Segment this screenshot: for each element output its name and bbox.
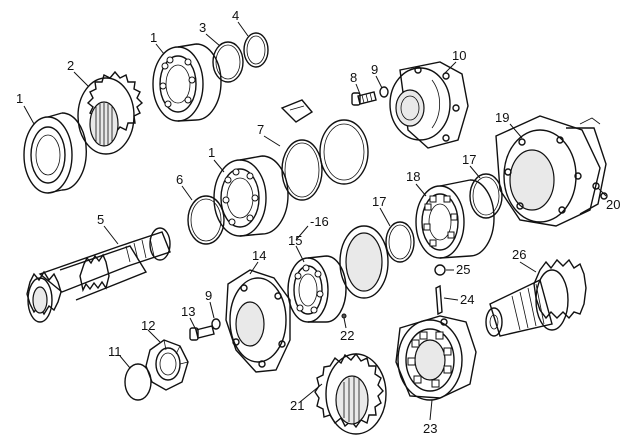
callout-21: 21 bbox=[290, 398, 304, 413]
callout-15: 15 bbox=[288, 233, 302, 248]
callout-5: 5 bbox=[97, 212, 104, 227]
housing-part-10 bbox=[389, 61, 469, 149]
callout-1-left: 1 bbox=[16, 91, 23, 106]
callout-23: 23 bbox=[423, 421, 437, 436]
bearing-part-15 bbox=[287, 255, 347, 323]
shaft-part-5 bbox=[26, 227, 171, 323]
callout-19: 19 bbox=[495, 110, 509, 125]
gear-part-21 bbox=[314, 352, 387, 435]
ring-part-17-lower bbox=[385, 221, 415, 263]
snap-ring-part-3 bbox=[212, 41, 244, 83]
callout-6: 6 bbox=[176, 172, 183, 187]
washer-part-9-lower bbox=[211, 318, 221, 330]
callout-17-top: 17 bbox=[462, 152, 476, 167]
bolts-part-20 bbox=[579, 117, 608, 200]
callout-2: 2 bbox=[67, 58, 74, 73]
housing-part-19 bbox=[495, 115, 607, 227]
callout-12: 12 bbox=[141, 318, 155, 333]
gear-part-2 bbox=[77, 70, 144, 155]
callout-22: 22 bbox=[340, 328, 354, 343]
callout-14: 14 bbox=[252, 248, 266, 263]
callout-25: 25 bbox=[456, 262, 470, 277]
bearing-part-23 bbox=[395, 315, 477, 401]
callout-4: 4 bbox=[232, 8, 239, 23]
bearing-part-1-top bbox=[152, 43, 222, 122]
washer-part-9-top bbox=[379, 86, 389, 98]
snap-ring-part-6 bbox=[187, 195, 225, 245]
nut-part-25 bbox=[434, 264, 446, 276]
bolt-part-13 bbox=[189, 325, 215, 341]
cover-part-14 bbox=[225, 269, 291, 373]
callout-18: 18 bbox=[406, 169, 420, 184]
pinion-part-26 bbox=[485, 258, 587, 337]
callout-9-lower: 9 bbox=[205, 288, 212, 303]
callout-26: 26 bbox=[512, 247, 526, 262]
callout-7: 7 bbox=[257, 122, 264, 137]
callout-20: 20 bbox=[606, 197, 620, 212]
callout-11: 11 bbox=[108, 344, 122, 359]
disc-part-11 bbox=[124, 363, 152, 401]
nut-part-12 bbox=[145, 339, 189, 391]
callout-17-lower: 17 bbox=[372, 194, 386, 209]
ring-part-16 bbox=[339, 225, 389, 299]
ring-part-7-small bbox=[280, 99, 314, 123]
callout-13: 13 bbox=[181, 304, 195, 319]
ring-large-part-7b bbox=[319, 119, 369, 185]
ring-part-17-top bbox=[469, 173, 503, 219]
callout-9-top: 9 bbox=[371, 62, 378, 77]
callout-8: 8 bbox=[350, 70, 357, 85]
bearing-part-1-left bbox=[23, 112, 88, 194]
leader-lines bbox=[23, 21, 607, 421]
callout-16: -16 bbox=[310, 214, 329, 229]
callout-24: 24 bbox=[460, 292, 474, 307]
pin-part-22 bbox=[341, 313, 347, 319]
snap-ring-part-4 bbox=[243, 32, 269, 68]
callout-3: 3 bbox=[199, 20, 206, 35]
callout-10: 10 bbox=[452, 48, 466, 63]
pin-part-24 bbox=[435, 284, 443, 316]
bearing-part-1-center bbox=[213, 155, 289, 237]
bearing-part-18 bbox=[415, 179, 495, 259]
callout-1-top: 1 bbox=[150, 30, 157, 45]
bolt-part-8 bbox=[351, 91, 377, 106]
callout-1-center: 1 bbox=[208, 145, 215, 160]
callout-labels: 1 2 1 3 4 10 8 9 7 19 1 6 -16 17 18 17 2… bbox=[16, 8, 620, 436]
